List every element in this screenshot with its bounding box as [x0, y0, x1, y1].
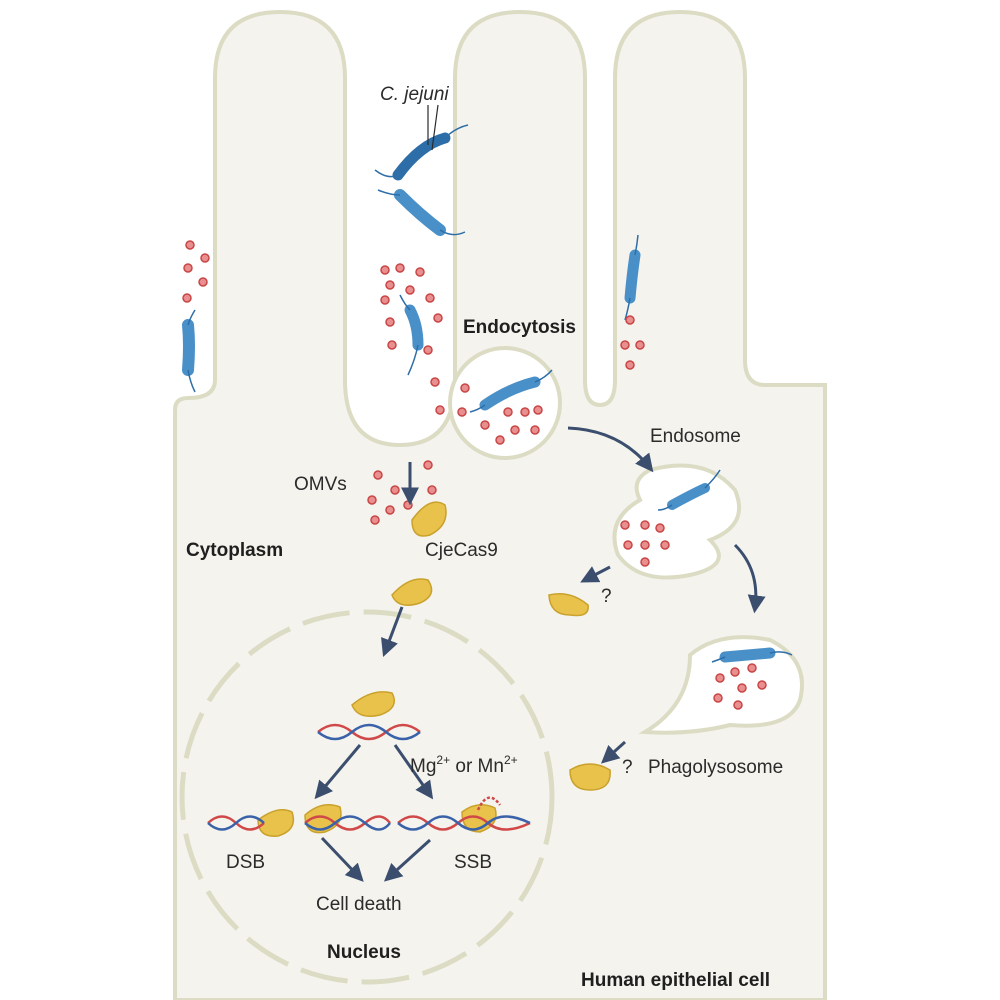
question-mark-endosome: ?: [601, 586, 612, 607]
omv-vesicle-icon: [182, 240, 767, 710]
endocytosis-label: Endocytosis: [463, 317, 576, 338]
question-mark-phagolysosome: ?: [622, 757, 633, 778]
cas9-protein-icon: [257, 501, 611, 837]
bacterium-icon: [624, 234, 641, 321]
endosome-label: Endosome: [650, 426, 741, 447]
human-epithelial-cell-label: Human epithelial cell: [581, 970, 770, 991]
phagolysosome-compartment: [638, 635, 804, 735]
bacterium-icon: [377, 189, 466, 236]
nucleus-label: Nucleus: [327, 942, 401, 963]
bacterium-icon: [657, 469, 721, 511]
bacterium-icon: [182, 309, 196, 393]
bacterium-icon: [399, 294, 424, 376]
omvs-label: OMVs: [294, 474, 347, 495]
c-jejuni-leader-line: [427, 104, 439, 151]
c-jejuni-label: C. jejuni: [380, 84, 449, 105]
bacterium-icon: [711, 647, 793, 663]
bacterium-icon: [469, 369, 553, 413]
endocytic-vesicle: [448, 346, 562, 460]
dna-helix-icon: [207, 723, 531, 831]
bacterium-icon: [374, 124, 469, 181]
phagolysosome-label: Phagolysosome: [648, 757, 783, 778]
epithelial-cell-membrane: [173, 9, 827, 1000]
cytoplasm-label: Cytoplasm: [186, 540, 283, 561]
cell-death-label: Cell death: [316, 894, 402, 915]
arrow-icon: [314, 426, 766, 882]
dsb-label: DSB: [226, 852, 265, 873]
ion-condition-label: Mg2+ or Mn2+: [410, 753, 518, 777]
cjecas9-label: CjeCas9: [425, 540, 498, 561]
ssb-label: SSB: [454, 852, 492, 873]
nuclear-envelope: [179, 609, 555, 985]
